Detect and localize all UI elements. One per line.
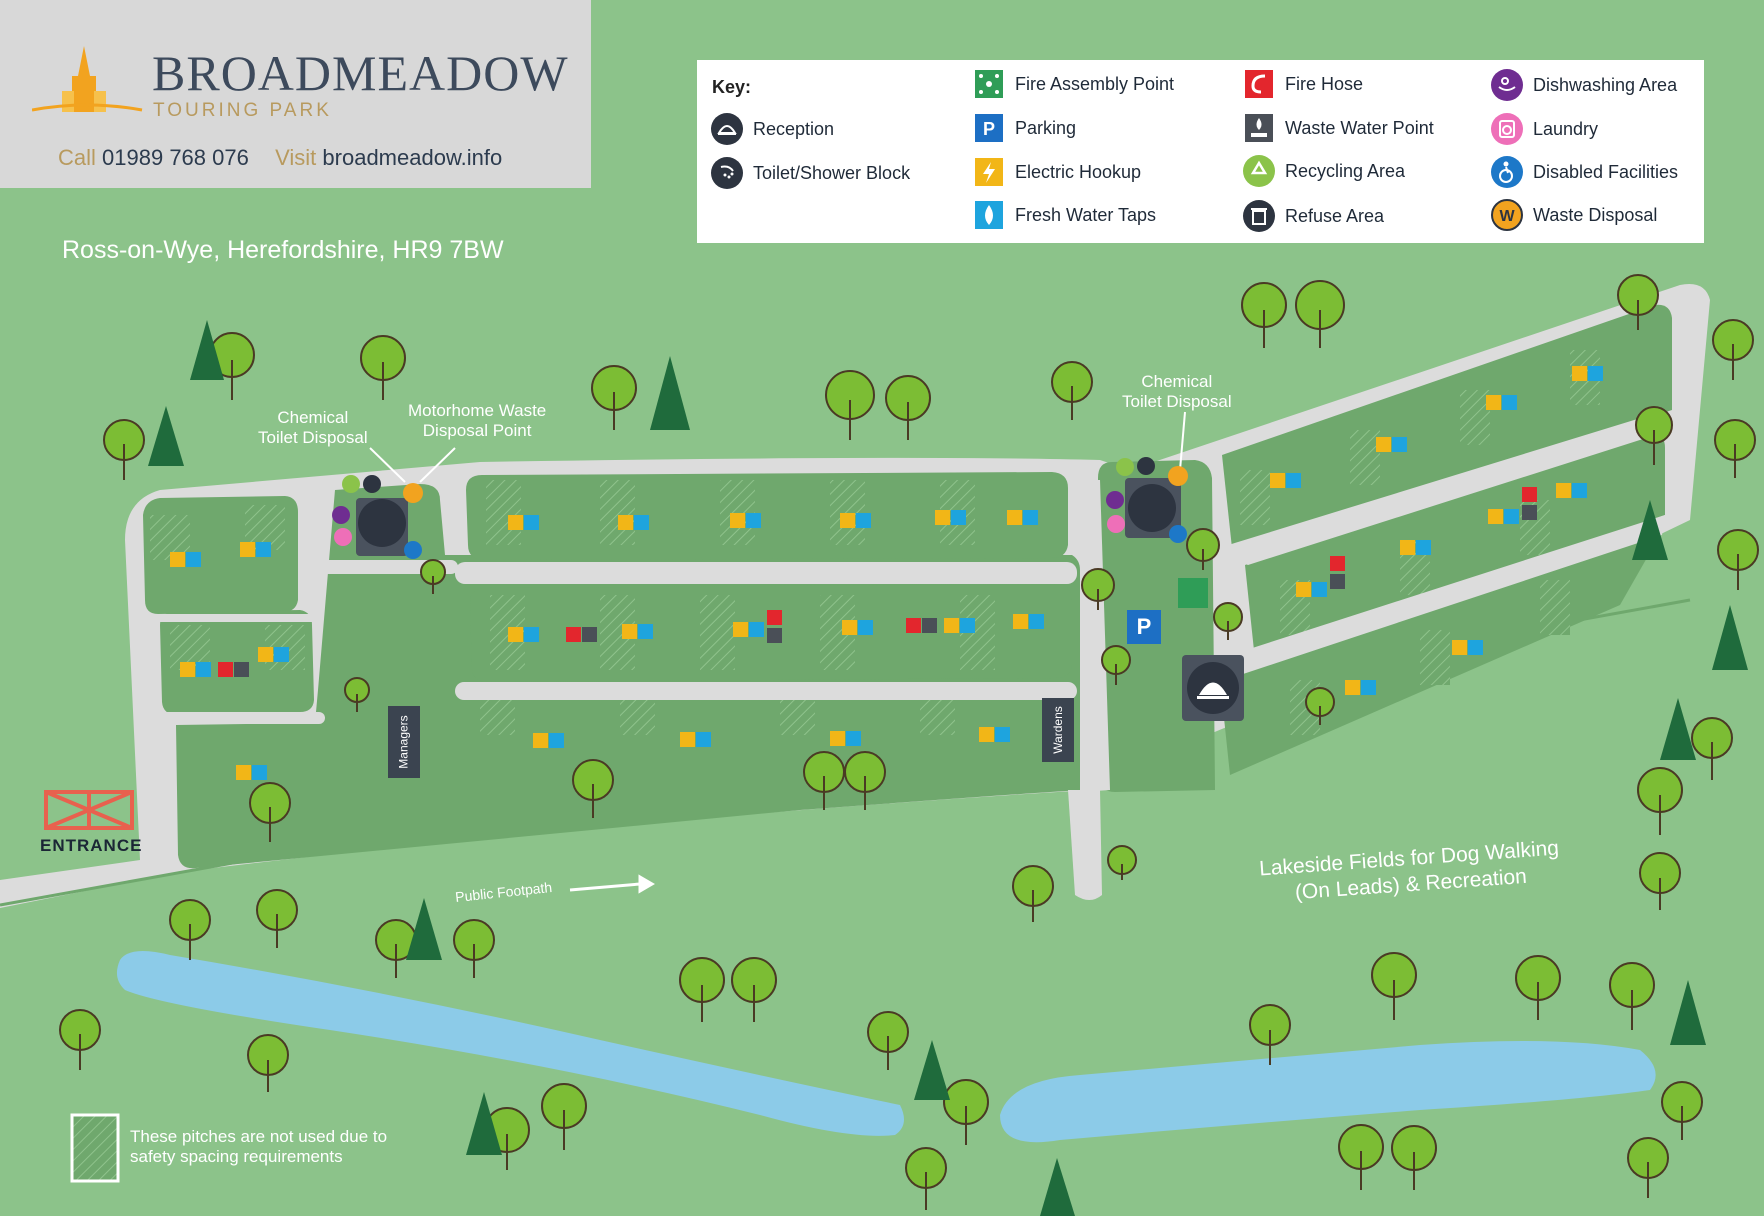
bin-icon xyxy=(1243,200,1275,232)
key-label: Fresh Water Taps xyxy=(1015,204,1157,225)
brand-subtitle: TOURING PARK xyxy=(153,100,332,121)
motorhome-disposal-label: Motorhome Waste Disposal Point xyxy=(408,401,547,440)
parking-map-icon xyxy=(1127,610,1161,644)
map-key: Key: Reception Toilet/Shower Block Fire … xyxy=(697,60,1704,243)
key-item-fire-hose: Fire Hose xyxy=(1243,68,1363,100)
disabled-icon xyxy=(1491,156,1523,188)
key-label: Toilet/Shower Block xyxy=(753,162,911,183)
brand-name: BROADMEADOW xyxy=(152,45,569,101)
pine-trees xyxy=(148,320,1748,1216)
entrance-label: ENTRANCE xyxy=(40,836,143,855)
park-address: Ross-on-Wye, Herefordshire, HR9 7BW xyxy=(62,236,504,264)
laundry-icon xyxy=(1491,113,1523,145)
call-label: Call xyxy=(58,145,96,170)
key-label: Recycling Area xyxy=(1285,160,1406,181)
fire-assembly-map-icon xyxy=(1178,578,1208,608)
visit-label: Visit xyxy=(275,145,317,170)
parking-icon: P xyxy=(975,114,1003,142)
key-item-waste-water: Waste Water Point xyxy=(1243,112,1434,144)
wardens-label: Wardens xyxy=(1051,706,1066,754)
key-item-electric-hookup: Electric Hookup xyxy=(973,156,1141,188)
managers-label: Managers xyxy=(397,715,411,769)
facility-icons-left xyxy=(332,475,423,559)
managers-building: Managers xyxy=(388,706,420,778)
key-item-parking: P Parking xyxy=(973,112,1076,144)
key-label: Refuse Area xyxy=(1285,205,1385,226)
key-label: Laundry xyxy=(1533,118,1599,139)
key-item-toilet-shower: Toilet/Shower Block xyxy=(711,157,910,189)
svg-text:P: P xyxy=(983,119,995,139)
chemical-disposal-label-right: Chemical Toilet Disposal xyxy=(1122,372,1232,411)
key-item-fire-assembly: Fire Assembly Point xyxy=(973,68,1174,100)
logo-spire-icon xyxy=(32,46,143,112)
lightning-icon xyxy=(975,158,1003,186)
unused-pitch-legend-swatch xyxy=(70,1113,120,1183)
logo-panel: BROADMEADOW TOURING PARK Call 01989 768 … xyxy=(0,0,591,188)
waste-water-icon xyxy=(1245,114,1273,142)
key-label: Reception xyxy=(753,118,835,139)
key-label: Fire Assembly Point xyxy=(1015,73,1175,94)
reception-bell-icon xyxy=(711,113,743,145)
water-drop-icon xyxy=(975,201,1003,229)
shower-icon xyxy=(711,157,743,189)
parking-map-letter: P xyxy=(1136,614,1152,639)
chemical-disposal-label-left: Chemical Toilet Disposal xyxy=(258,408,368,447)
recycling-icon xyxy=(1243,155,1275,187)
key-item-refuse: Refuse Area xyxy=(1243,200,1384,232)
key-label: Waste Disposal xyxy=(1533,204,1658,225)
footpath-arrow-icon xyxy=(569,874,655,894)
fire-assembly-icon xyxy=(975,70,1003,98)
website-link[interactable]: broadmeadow.info xyxy=(322,145,503,170)
key-item-fresh-water: Fresh Water Taps xyxy=(973,199,1156,231)
contact-line: Call 01989 768 076 Visit broadmeadow.inf… xyxy=(58,145,502,171)
key-label: Disabled Facilities xyxy=(1533,161,1679,182)
pitch-hookup-icons xyxy=(170,366,1603,780)
key-label: Dishwashing Area xyxy=(1533,74,1678,95)
key-label: Waste Water Point xyxy=(1285,117,1434,138)
key-label: Electric Hookup xyxy=(1015,161,1142,182)
waste-disposal-icon: W xyxy=(1491,199,1523,231)
key-item-dishwashing: Dishwashing Area xyxy=(1491,69,1677,101)
lake-left xyxy=(116,951,904,1136)
wardens-building: Wardens xyxy=(1042,698,1074,762)
waste-disposal-letter: W xyxy=(1499,208,1515,225)
entrance-gate-icon xyxy=(44,790,134,830)
key-title: Key: xyxy=(712,77,752,97)
unused-pitch-note: These pitches are not used due to safety… xyxy=(130,1127,388,1166)
key-item-waste-disposal: W Waste Disposal xyxy=(1491,199,1657,231)
key-item-reception: Reception xyxy=(711,113,834,145)
key-item-laundry: Laundry xyxy=(1491,113,1598,145)
key-item-recycling: Recycling Area xyxy=(1243,155,1405,187)
internal-roads xyxy=(148,412,1665,900)
key-label: Parking xyxy=(1015,117,1077,138)
trees xyxy=(59,274,1759,1210)
unused-pitches xyxy=(150,350,1600,735)
lake-right xyxy=(1000,1041,1656,1143)
key-label: Fire Hose xyxy=(1285,73,1364,94)
key-item-disabled: Disabled Facilities xyxy=(1491,156,1678,188)
fire-hose-icon xyxy=(1245,70,1273,98)
phone-number[interactable]: 01989 768 076 xyxy=(102,145,249,170)
dishwashing-icon xyxy=(1491,69,1523,101)
facility-icons-right xyxy=(1106,457,1188,543)
